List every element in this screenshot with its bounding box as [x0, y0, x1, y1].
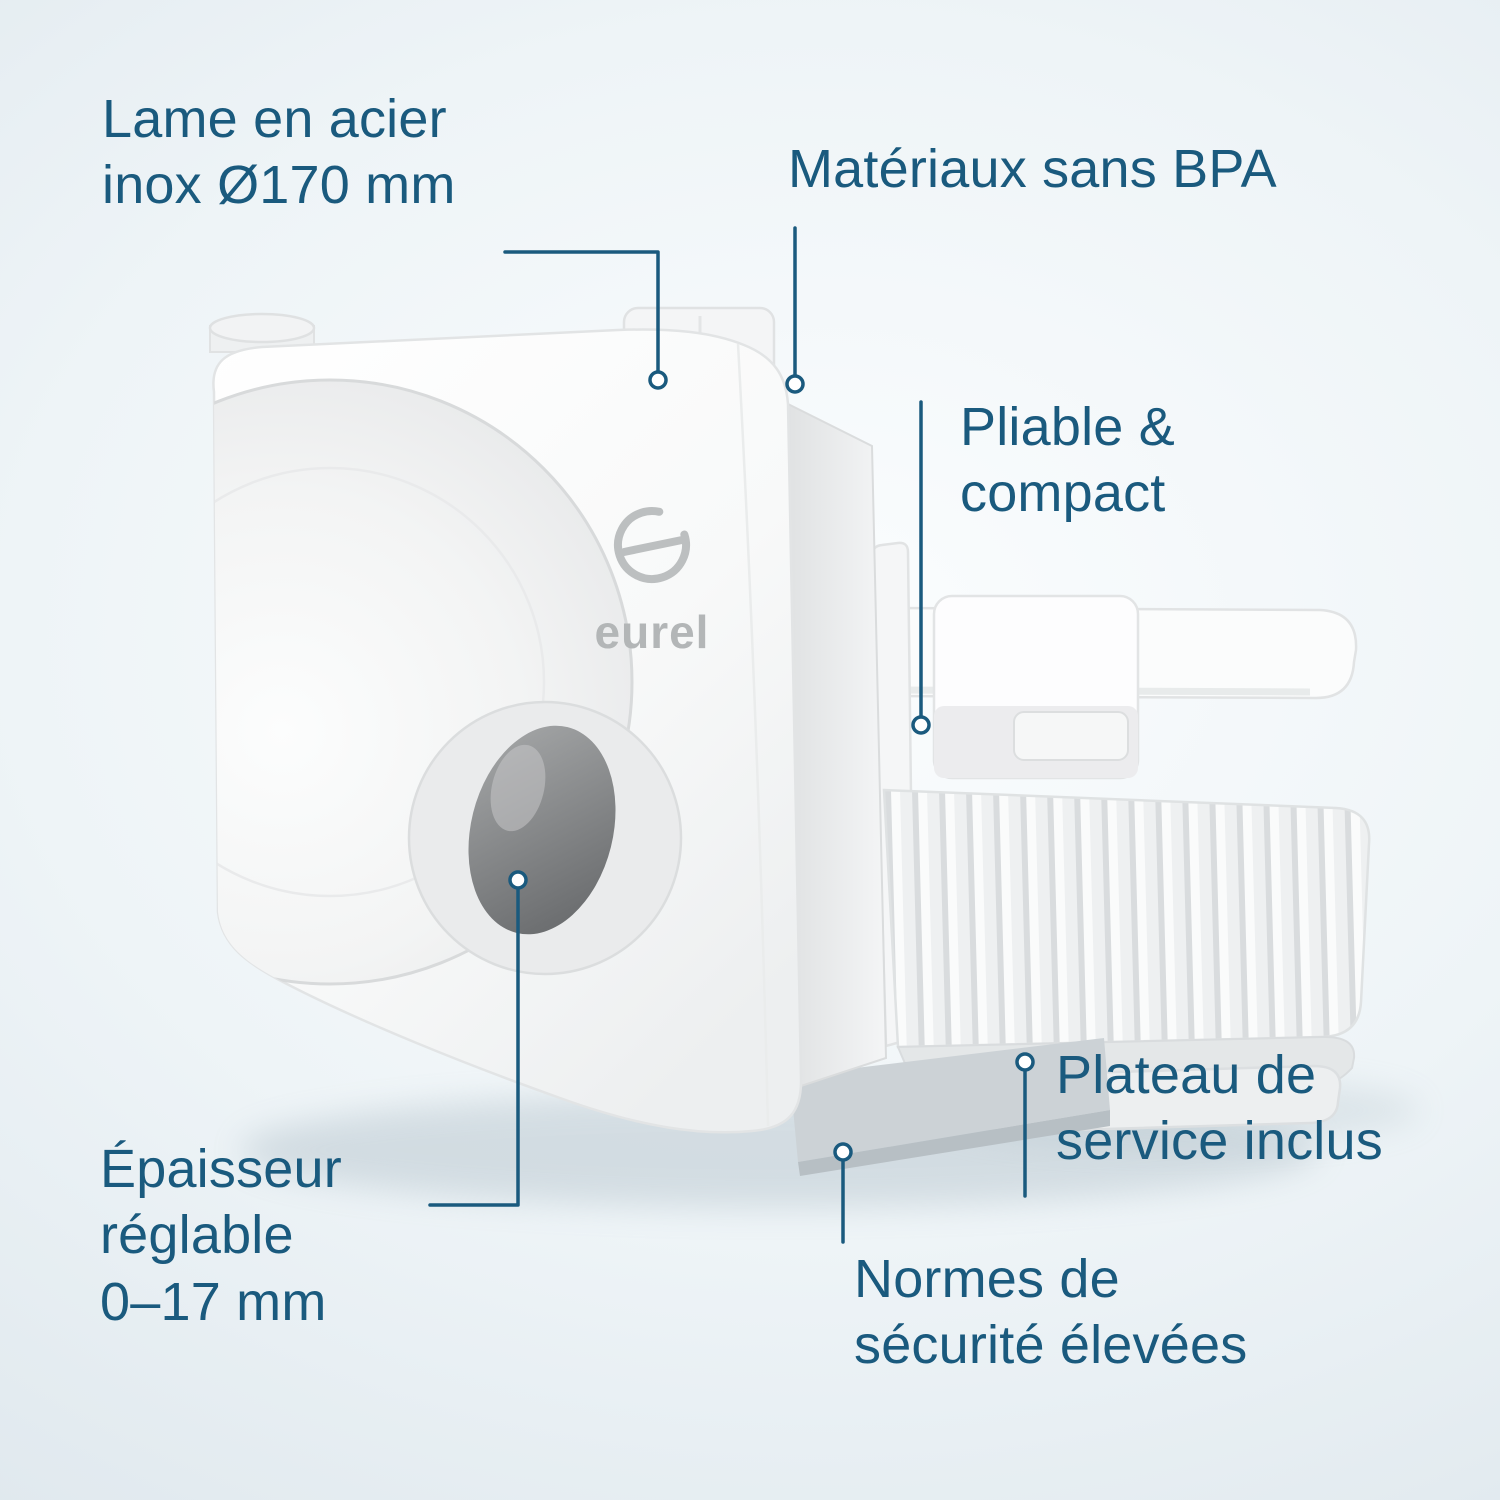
callouts: [428, 226, 1035, 1244]
label-tray-line1: Plateau de: [1056, 1045, 1317, 1105]
label-blade: Lame en acier inox Ø170 mm: [102, 86, 456, 219]
callout-foldable: [911, 400, 931, 735]
label-safety-line1: Normes de: [854, 1249, 1120, 1309]
label-tray-line2: service inclus: [1056, 1111, 1383, 1172]
label-thickness-line3: 0–17 mm: [100, 1271, 327, 1332]
label-bpa: Matériaux sans BPA: [788, 136, 1277, 202]
label-thickness: Épaisseur réglable 0–17 mm: [100, 1136, 342, 1335]
food-pusher: [932, 594, 1140, 780]
callout-safety: [833, 1142, 853, 1244]
label-foldable: Pliable & compact: [960, 394, 1175, 527]
machine-body: eurel: [212, 328, 803, 1134]
callout-blade: [503, 250, 668, 390]
label-thickness-line1: Épaisseur: [100, 1139, 342, 1199]
label-safety-line2: sécurité élevées: [854, 1315, 1248, 1376]
callout-dot-tray: [1015, 1052, 1035, 1072]
callout-thickness: [428, 870, 528, 1207]
callout-dot-thickness: [508, 870, 528, 890]
label-tray: Plateau de service inclus: [1056, 1042, 1383, 1175]
callout-dot-foldable: [911, 715, 931, 735]
callout-bpa: [785, 226, 805, 394]
label-bpa-line1: Matériaux sans BPA: [788, 139, 1277, 199]
thickness-knob: [407, 700, 683, 976]
brand-logo-text: eurel: [595, 606, 710, 658]
label-blade-line2: inox Ø170 mm: [102, 155, 456, 216]
label-foldable-line2: compact: [960, 463, 1166, 524]
label-thickness-line2: réglable: [100, 1205, 294, 1266]
callout-dot-blade: [648, 370, 668, 390]
callout-tray: [1015, 1052, 1035, 1198]
label-safety: Normes de sécurité élevées: [854, 1246, 1247, 1379]
label-blade-line1: Lame en acier: [102, 89, 447, 149]
body-side-panel: [786, 402, 888, 1088]
brand-logo: eurel: [595, 507, 710, 658]
label-foldable-line1: Pliable &: [960, 397, 1175, 457]
callout-dot-bpa: [785, 374, 805, 394]
callout-dot-safety: [833, 1142, 853, 1162]
